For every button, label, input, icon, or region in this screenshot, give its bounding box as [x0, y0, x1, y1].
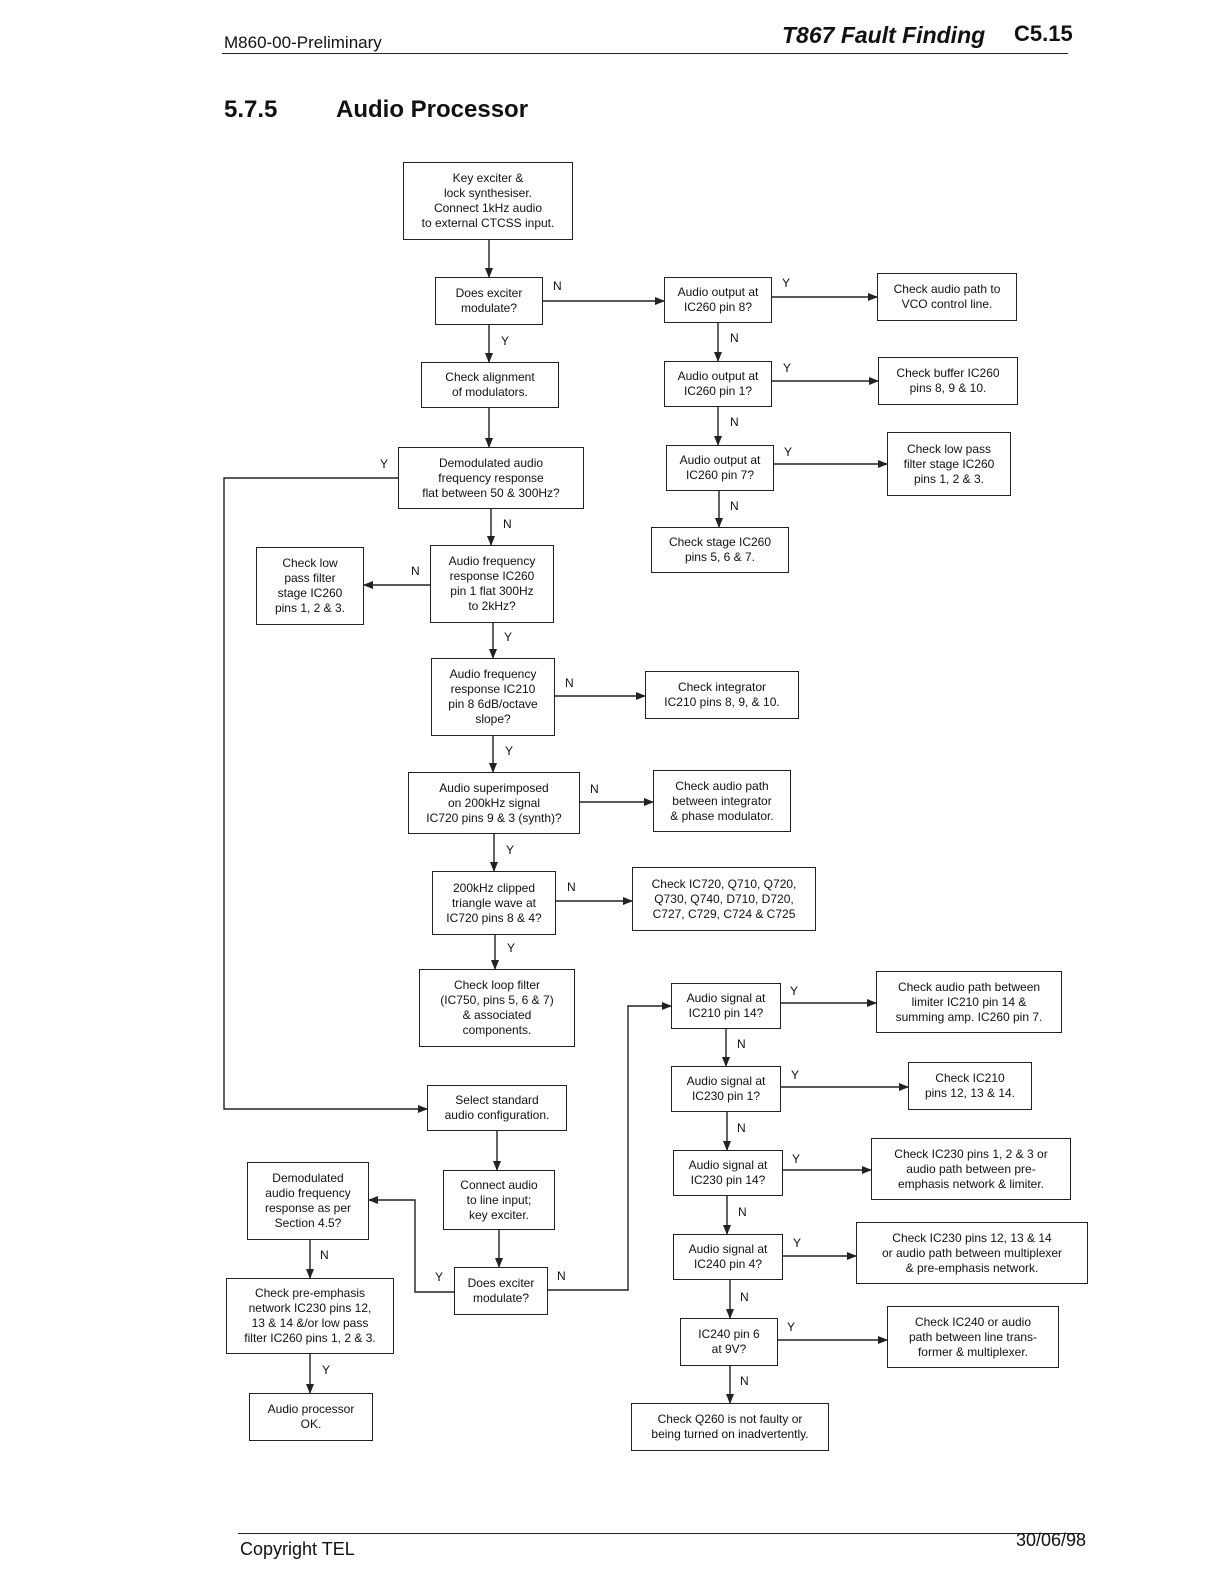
no-branch-label: N — [740, 1290, 749, 1304]
flowchart-box-b9: Audio output at IC260 pin 7? — [666, 445, 774, 491]
flowchart-box-b2: Does exciter modulate? — [435, 277, 543, 325]
yes-branch-label: Y — [505, 744, 514, 758]
no-branch-label: N — [320, 1248, 329, 1262]
page-number: C5.15 — [1014, 21, 1073, 46]
flowchart-box-b10: Check low pass filter stage IC260 pins 1… — [887, 432, 1011, 496]
yes-branch-label: Y — [322, 1363, 331, 1377]
no-branch-label: N — [730, 415, 739, 429]
footer-date: 30/06/98 — [1016, 1530, 1087, 1550]
flowchart-box-b4: Check audio path to VCO control line. — [877, 273, 1017, 321]
flowchart-box-b13: Audio frequency response IC260 pin 1 fla… — [430, 545, 554, 623]
flowchart-box-b32: Does exciter modulate? — [454, 1267, 548, 1315]
page-header-title: T867 Fault Finding — [782, 22, 986, 48]
yes-branch-label: Y — [501, 334, 510, 348]
flowchart-box-b24: Audio signal at IC230 pin 1? — [671, 1066, 781, 1112]
flowchart-box-b17: Check audio path between integrator & ph… — [653, 770, 791, 832]
flowchart-box-b19: Check IC720, Q710, Q720, Q730, Q740, D71… — [632, 867, 816, 931]
no-branch-label: N — [567, 880, 576, 894]
yes-branch-label: Y — [435, 1270, 444, 1284]
no-branch-label: N — [503, 517, 512, 531]
yes-branch-label: Y — [792, 1152, 801, 1166]
yes-branch-label: Y — [506, 843, 515, 857]
flowchart-box-b35: Check IC240 or audio path between line t… — [887, 1306, 1059, 1368]
header-rule — [222, 53, 1068, 54]
flowchart-box-b30: Audio signal at IC240 pin 4? — [673, 1234, 783, 1280]
section-number: 5.7.5 — [224, 96, 278, 123]
section-title: Audio Processor — [336, 96, 529, 123]
flowchart-box-b29: Check IC230 pins 1, 2 & 3 or audio path … — [871, 1138, 1071, 1200]
yes-branch-label: Y — [784, 445, 793, 459]
no-branch-label: N — [730, 331, 739, 345]
no-branch-label: N — [565, 676, 574, 690]
footer-rule — [238, 1533, 1080, 1534]
flowchart-box-b36: Audio processor OK. — [249, 1393, 373, 1441]
flowchart-box-b12: Check low pass filter stage IC260 pins 1… — [256, 547, 364, 625]
yes-branch-label: Y — [380, 457, 389, 471]
no-branch-label: N — [557, 1269, 566, 1283]
no-branch-label: N — [740, 1374, 749, 1388]
no-branch-label: N — [738, 1205, 747, 1219]
flowchart-box-b14: Audio frequency response IC210 pin 8 6dB… — [431, 658, 555, 736]
connector-30 — [548, 1002, 672, 1291]
flowchart-box-b7: Check buffer IC260 pins 8, 9 & 10. — [878, 357, 1018, 405]
yes-branch-label: Y — [787, 1320, 796, 1334]
no-branch-label: N — [590, 782, 599, 796]
flowchart-box-b33: Check pre-emphasis network IC230 pins 12… — [226, 1278, 394, 1354]
connector-20 — [223, 477, 428, 1113]
flowchart-box-b6: Audio output at IC260 pin 1? — [664, 361, 772, 407]
no-branch-label: N — [553, 279, 562, 293]
flowchart-box-b8: Demodulated audio frequency response fla… — [398, 447, 584, 509]
flowchart-box-b1: Key exciter & lock synthesiser. Connect … — [403, 162, 573, 240]
flowchart-box-b3: Audio output at IC260 pin 8? — [664, 277, 772, 323]
flowchart-box-b25: Check IC210 pins 12, 13 & 14. — [908, 1062, 1032, 1110]
flowchart-box-b21: Audio signal at IC210 pin 14? — [671, 983, 781, 1029]
connector-31 — [368, 1196, 454, 1293]
document-id: M860-00-Preliminary — [224, 33, 382, 52]
yes-branch-label: Y — [783, 361, 792, 375]
no-branch-label: N — [411, 564, 420, 578]
flowchart-box-b28: Audio signal at IC230 pin 14? — [673, 1150, 783, 1196]
flowchart-box-b23: Select standard audio configuration. — [427, 1085, 567, 1131]
flowchart-box-b37: Check Q260 is not faulty or being turned… — [631, 1403, 829, 1451]
flowchart-box-b31: Check IC230 pins 12, 13 & 14 or audio pa… — [856, 1222, 1088, 1284]
flowchart-box-b18: 200kHz clipped triangle wave at IC720 pi… — [432, 871, 556, 935]
no-branch-label: N — [737, 1037, 746, 1051]
flowchart-box-b15: Check integrator IC210 pins 8, 9, & 10. — [645, 671, 799, 719]
no-branch-label: N — [737, 1121, 746, 1135]
flowchart-box-b5: Check alignment of modulators. — [421, 362, 559, 408]
flowchart-box-b20: Check loop filter (IC750, pins 5, 6 & 7)… — [419, 969, 575, 1047]
no-branch-label: N — [730, 499, 739, 513]
flowchart-box-b16: Audio superimposed on 200kHz signal IC72… — [408, 772, 580, 834]
flowchart-box-b27: Connect audio to line input; key exciter… — [443, 1170, 555, 1230]
yes-branch-label: Y — [782, 276, 791, 290]
flowchart-box-b26: Demodulated audio frequency response as … — [247, 1162, 369, 1240]
flowchart-box-b22: Check audio path between limiter IC210 p… — [876, 971, 1062, 1033]
yes-branch-label: Y — [507, 941, 516, 955]
flowchart-box-b11: Check stage IC260 pins 5, 6 & 7. — [651, 527, 789, 573]
flowchart-box-b34: IC240 pin 6 at 9V? — [680, 1318, 778, 1366]
yes-branch-label: Y — [790, 984, 799, 998]
yes-branch-label: Y — [791, 1068, 800, 1082]
copyright: Copyright TEL — [240, 1539, 355, 1559]
yes-branch-label: Y — [793, 1236, 802, 1250]
yes-branch-label: Y — [504, 630, 513, 644]
